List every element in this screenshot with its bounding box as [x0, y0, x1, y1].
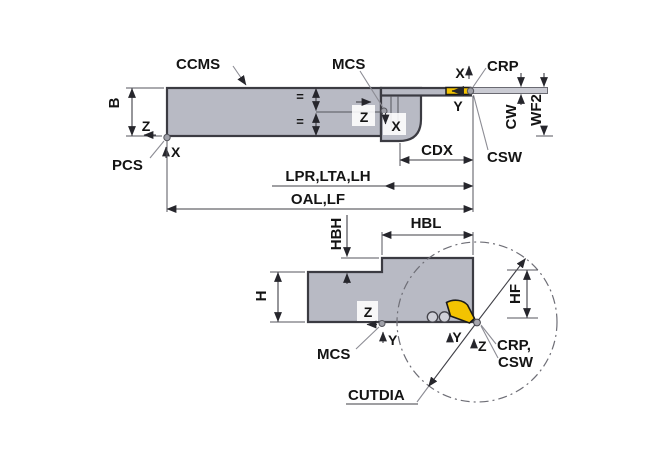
dim-wf2: WF2 — [528, 73, 553, 137]
label-axis-x-mcs: X — [391, 118, 401, 134]
dim-b: B — [106, 87, 164, 137]
top-body — [306, 256, 475, 324]
label-crp-top: CRP, — [497, 337, 531, 354]
label-h: H — [253, 291, 270, 302]
label-axis-x-tip: X — [455, 65, 465, 81]
crp-leader — [480, 324, 497, 345]
z-label-box — [352, 105, 375, 126]
label-csw-side: CSW — [487, 149, 523, 166]
ccms-leader — [232, 65, 247, 86]
label-equal-top: = — [296, 89, 304, 104]
label-pcs: PCS — [112, 157, 143, 174]
dim-cdx: CDX — [399, 142, 474, 166]
label-oal-lf: OAL,LF — [291, 191, 345, 208]
csw-leader — [472, 94, 489, 151]
top-insert — [445, 299, 476, 324]
label-axis-x-pcs: X — [171, 144, 181, 160]
cutdia-diameter-line — [476, 258, 526, 323]
label-cw: CW — [503, 104, 520, 130]
cutdia-circle — [396, 241, 558, 403]
label-axis-z-mcs-top: Z — [364, 304, 373, 320]
label-equal-bottom: = — [296, 114, 304, 129]
label-axis-y-mcs-top: Y — [388, 332, 398, 348]
label-axis-y-tip: Y — [453, 98, 463, 114]
label-axis-z-tip-top: Z — [478, 338, 487, 354]
z-label-box — [357, 301, 378, 321]
label-axis-z-mcs: Z — [360, 109, 369, 125]
dim-cw: CW — [503, 73, 525, 130]
label-cutdia: CUTDIA — [348, 387, 405, 404]
top-mcs-point-dot — [378, 320, 386, 327]
dim-hbh: HBH — [328, 215, 379, 284]
label-axis-y-tip-top: Y — [452, 329, 462, 345]
csw-leader — [480, 325, 499, 359]
pcs-point-dot — [163, 133, 171, 142]
dim-h: H — [253, 271, 305, 323]
side-reference-bar — [470, 87, 548, 94]
dim-hf: HF — [507, 269, 538, 319]
pcs-leader — [149, 140, 165, 159]
side-cutting-point-dot — [466, 87, 475, 95]
dim-oal-lf: OAL,LF — [166, 96, 474, 213]
label-mcs-top: MCS — [317, 346, 350, 363]
cutdia-diameter-line — [428, 321, 478, 387]
label-csw-top: CSW — [498, 354, 534, 371]
crp-leader — [472, 67, 487, 88]
dim-lpr-lta-lh: LPR,LTA,LH — [272, 168, 474, 190]
label-hf: HF — [507, 284, 524, 304]
label-hbh: HBH — [328, 218, 345, 251]
label-b: B — [106, 97, 123, 108]
clamp-screw-icon — [438, 311, 451, 323]
cutdia-leader — [416, 386, 429, 403]
clamp-screw-icon — [426, 311, 439, 323]
dim-hbl: HBL — [381, 215, 474, 255]
label-lpr-lta-lh: LPR,LTA,LH — [285, 168, 370, 185]
top-view: CUTDIA HBH HBL H HF — [253, 215, 558, 405]
mcs-leader — [355, 326, 380, 350]
label-hbl: HBL — [411, 215, 442, 232]
label-wf2: WF2 — [528, 94, 545, 126]
label-axis-z-pcs: Z — [142, 118, 151, 134]
mcs-leader — [359, 70, 384, 108]
label-mcs-side: MCS — [332, 56, 365, 73]
label-cdx: CDX — [421, 142, 453, 159]
label-ccms: CCMS — [176, 56, 220, 73]
side-view: B = = CCMS MCS Z X PCS Z X X Y — [106, 56, 553, 213]
top-cutting-point-dot — [473, 318, 481, 327]
label-crp-side: CRP — [487, 58, 519, 75]
